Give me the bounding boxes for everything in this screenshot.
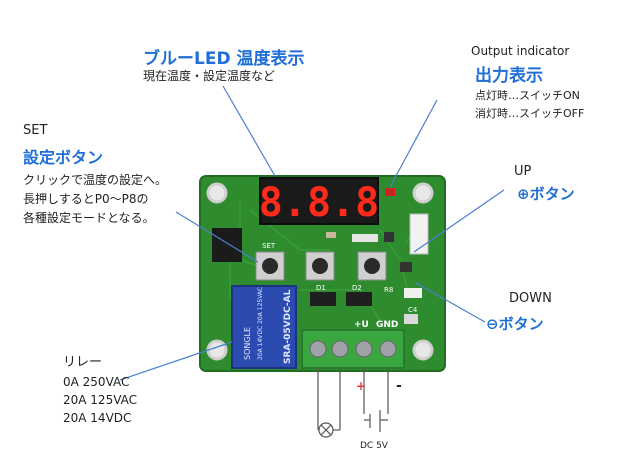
- terminal-screw: [331, 340, 349, 358]
- down-button-board[interactable]: [357, 251, 387, 281]
- mount-hole: [412, 339, 434, 361]
- d1-label: D1: [316, 284, 326, 292]
- diode-d2: [346, 292, 372, 306]
- dc-minus-label: -: [396, 378, 402, 394]
- c4-label: C4: [408, 306, 418, 314]
- term-plus-print: +U: [354, 320, 369, 330]
- up-button-title: ⊕ボタン: [517, 185, 575, 203]
- side-connector: [409, 213, 429, 255]
- display-desc: 現在温度・設定温度など: [143, 69, 276, 83]
- down-en-label: DOWN: [509, 291, 552, 306]
- relay-component: SONGLE 20A 14VDC 20A 125VAC SRA-05VDC-AL: [231, 285, 297, 369]
- set-line2: 長押しするとP0～P8の: [23, 192, 149, 206]
- diode-d1: [310, 292, 336, 306]
- set-line3: 各種設定モードとなる。: [23, 211, 155, 225]
- output-title: 出力表示: [475, 66, 543, 86]
- callout-up: [413, 189, 505, 253]
- display-digits: 8.8.8: [259, 180, 379, 226]
- terminal-block: [301, 329, 405, 369]
- output-line1: 点灯時…スイッチON: [475, 89, 580, 102]
- relay-specs-print: 20A 14VDC 20A 125VAC: [257, 287, 264, 360]
- dc-voltage-label: DC 5V: [360, 441, 389, 451]
- set-en-label: SET: [23, 123, 48, 138]
- output-en-label: Output indicator: [471, 44, 570, 58]
- set-print: SET: [262, 242, 276, 250]
- relay-line3: 20A 14VDC: [63, 411, 132, 425]
- relay-model-print: SRA-05VDC-AL: [283, 289, 293, 364]
- resistor-r8: [404, 288, 422, 298]
- callout-set: [175, 211, 259, 263]
- led-display: 8.8.8: [259, 177, 379, 226]
- up-en-label: UP: [514, 164, 532, 179]
- r8-label: R8: [384, 286, 393, 294]
- set-line1: クリックで温度の設定へ。: [23, 173, 168, 187]
- smd-component: [352, 234, 378, 242]
- mount-hole: [412, 182, 434, 204]
- set-title: 設定ボタン: [23, 148, 104, 167]
- down-button-title: ⊖ボタン: [486, 315, 544, 333]
- callout-down: [415, 282, 486, 323]
- smd-component: [326, 232, 336, 238]
- mount-hole: [206, 339, 228, 361]
- terminal-screw: [309, 340, 327, 358]
- up-button-board[interactable]: [305, 251, 335, 281]
- lamp-load: [317, 420, 341, 438]
- capacitor-c4: [404, 314, 418, 324]
- term-gnd-print: GND: [376, 320, 398, 330]
- relay-line1: 0A 250VAC: [63, 375, 130, 389]
- relay-line2: 20A 125VAC: [63, 393, 138, 407]
- set-button[interactable]: [255, 251, 285, 281]
- output-indicator-led: [385, 188, 395, 196]
- mount-hole: [206, 182, 228, 204]
- relay-title: リレー: [63, 355, 103, 370]
- display-title: ブルーLED 温度表示: [143, 49, 305, 69]
- relay-brand-print: SONGLE: [243, 327, 252, 360]
- output-line2: 消灯時…スイッチOFF: [475, 107, 585, 120]
- callout-lines: [119, 85, 505, 381]
- callout-relay: [119, 341, 233, 381]
- callout-output: [389, 99, 438, 188]
- d2-label: D2: [352, 284, 362, 292]
- ic-chip: [212, 228, 242, 262]
- terminal-screw: [355, 340, 373, 358]
- dc-plus-label: +: [356, 379, 366, 393]
- terminal-screw: [379, 340, 397, 358]
- smd-component: [384, 232, 394, 242]
- smd-component: [400, 262, 412, 272]
- callout-display: [222, 85, 276, 177]
- wiring: [317, 368, 389, 432]
